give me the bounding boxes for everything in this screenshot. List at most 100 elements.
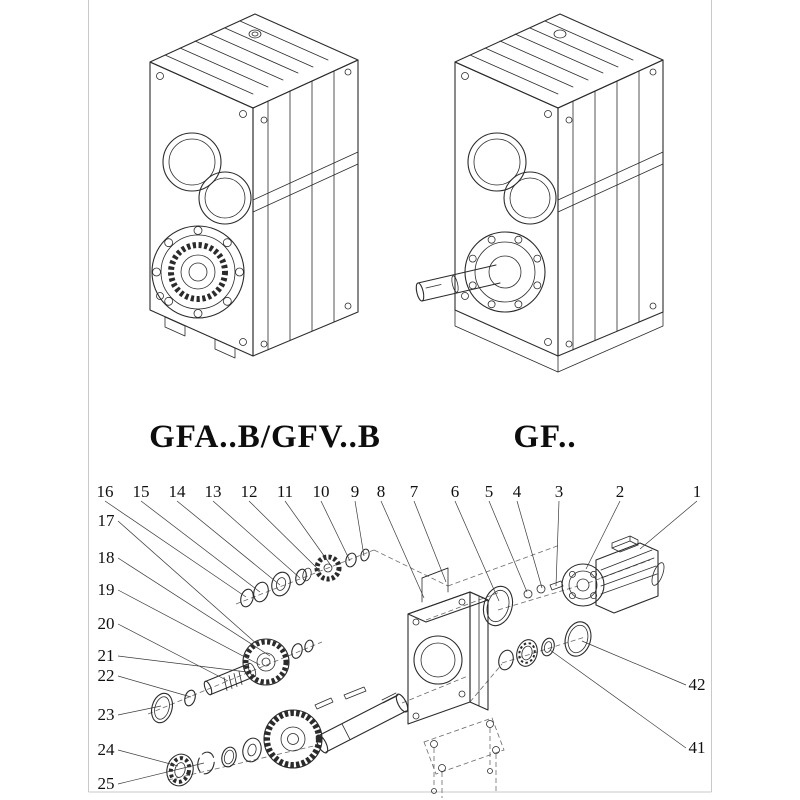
leader-lines: [104, 500, 698, 785]
leader-6: [454, 500, 500, 602]
leader-15: [140, 500, 261, 593]
bearing-cover-ring: [564, 621, 592, 657]
leader-20: [117, 623, 229, 682]
motor-terminal-box: [611, 540, 639, 553]
circlip: [197, 751, 215, 775]
end-cover: [150, 692, 174, 724]
washer: [242, 737, 262, 763]
page-frame: [88, 0, 712, 793]
leader-9: [354, 500, 365, 557]
part-number-2: 2: [616, 482, 625, 501]
part-number-8: 8: [377, 482, 386, 501]
gfab-cooling-fins: [164, 20, 329, 95]
motor-flange: [561, 563, 605, 607]
output-shaft: [315, 692, 409, 754]
part-number-5: 5: [485, 482, 494, 501]
gfab-filler-plug: [248, 29, 262, 39]
leader-41: [549, 649, 687, 749]
gfab-input-bores: [162, 132, 252, 225]
part-number-13: 13: [205, 482, 222, 501]
part-number-10: 10: [313, 482, 330, 501]
gfab-side-ribs: [252, 70, 359, 351]
output-bearing: [516, 639, 538, 667]
gf-cooling-fins: [469, 20, 634, 95]
part-number-7: 7: [410, 482, 419, 501]
part-number-3: 3: [555, 482, 564, 501]
part-number-6: 6: [451, 482, 460, 501]
part-number-25: 25: [98, 774, 115, 793]
gfab-side-face: [252, 59, 359, 357]
part-number-19: 19: [98, 580, 115, 599]
gfab-corner-bolts: [156, 68, 352, 348]
part-number-12: 12: [241, 482, 258, 501]
oil-seal: [541, 637, 555, 657]
motor-assembly: [523, 535, 665, 614]
gearbox-drawing-gfab: [149, 13, 359, 359]
part-number-16: 16: [97, 482, 114, 501]
leader-17: [117, 520, 259, 646]
leader-5: [488, 500, 528, 593]
part-number-14: 14: [169, 482, 187, 501]
gf-filler-plug: [553, 29, 567, 39]
leader-14: [176, 500, 281, 586]
gf-output-shaft: [415, 264, 501, 302]
input-pinion-gear: [314, 554, 342, 582]
part-number-20: 20: [98, 614, 115, 633]
model-label-right: GF..: [513, 419, 576, 455]
part-number-4: 4: [513, 482, 522, 501]
leader-2: [585, 500, 621, 570]
leader-18: [117, 557, 271, 657]
leader-16: [104, 500, 247, 598]
leader-10: [320, 500, 351, 562]
assembly-axes: [147, 544, 651, 781]
part-number-18: 18: [98, 548, 115, 567]
gf-top-face: [454, 13, 664, 109]
part-number-24: 24: [98, 740, 116, 759]
part-number-17: 17: [98, 511, 116, 530]
leader-8: [380, 500, 425, 599]
model-label-left: GFA..B/GFV..B: [149, 419, 381, 455]
leader-24: [117, 749, 179, 767]
gf-input-bores: [467, 132, 557, 225]
gfab-output-bearing: [151, 225, 245, 319]
leader-3: [555, 500, 560, 587]
leader-1: [639, 500, 698, 550]
intermediate-pinion-shaft: [203, 662, 257, 696]
gear-housing: [407, 567, 489, 725]
gf-output-flange: [464, 231, 546, 313]
intermediate-gear: [243, 639, 289, 685]
part-number-41: 41: [689, 738, 706, 757]
mounting-plate: [423, 717, 505, 798]
motor-body: [595, 542, 659, 614]
gfab-top-face: [149, 13, 359, 109]
gfab-feet: [164, 316, 236, 359]
gf-side-face: [557, 59, 664, 357]
output-side-rings: [498, 621, 592, 671]
leader-7: [413, 500, 447, 583]
part-number-11: 11: [277, 482, 293, 501]
leader-25: [117, 762, 205, 785]
part-number-9: 9: [351, 482, 360, 501]
part-number-21: 21: [98, 646, 115, 665]
housing-bore: [413, 635, 463, 685]
gf-side-ribs: [557, 70, 664, 351]
exploded-view: 16 15 14 13 12 11 10 9 8 7 6 5 4 3 2 1 1…: [97, 482, 706, 798]
gearbox-drawing-gf: [415, 13, 664, 373]
leader-11: [284, 500, 333, 568]
input-gasket: [482, 585, 514, 627]
shaft-key-small: [314, 697, 334, 710]
gf-corner-bolts: [461, 68, 657, 348]
part-number-1: 1: [693, 482, 702, 501]
leader-13: [212, 500, 301, 579]
gfab-filler-plug-inner: [251, 31, 259, 37]
leader-4: [516, 500, 543, 589]
part-number-15: 15: [133, 482, 150, 501]
output-shaft-set: [166, 686, 409, 787]
input-shaft-parts: [240, 548, 370, 608]
part-number-callouts: 16 15 14 13 12 11 10 9 8 7 6 5 4 3 2 1 1…: [97, 482, 706, 793]
part-number-23: 23: [98, 705, 115, 724]
intermediate-gear-set: [150, 638, 314, 724]
leader-42: [581, 640, 687, 686]
